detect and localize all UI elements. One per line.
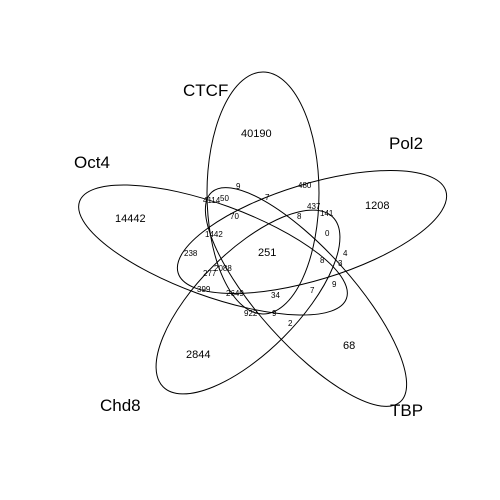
region-count: 922 bbox=[244, 309, 258, 318]
region-count: 9 bbox=[236, 182, 241, 191]
region-count: 277 bbox=[203, 269, 217, 278]
region-count: 2649 bbox=[226, 289, 244, 298]
ctcf-label: CTCF bbox=[183, 81, 228, 100]
tbp-ellipse bbox=[204, 187, 408, 407]
region-count: 2088 bbox=[214, 264, 232, 273]
count-oct4-only: 14442 bbox=[115, 213, 146, 225]
region-count: 4 bbox=[343, 249, 348, 258]
ctcf-ellipse bbox=[206, 71, 320, 315]
region-count: 8 bbox=[320, 256, 325, 265]
region-count: 480 bbox=[298, 181, 312, 190]
oct4-ellipse bbox=[78, 184, 348, 316]
count-chd8-only: 2844 bbox=[186, 349, 210, 361]
region-count: 141 bbox=[320, 209, 334, 218]
region-count: 7 bbox=[265, 193, 270, 202]
pol2-ellipse bbox=[176, 169, 448, 295]
region-count: 4114 bbox=[203, 196, 221, 205]
tbp-label: TBP bbox=[390, 401, 423, 420]
region-count: 238 bbox=[184, 249, 198, 258]
chd8-ellipse bbox=[155, 209, 341, 395]
region-count: 3 bbox=[338, 259, 343, 268]
count-pol2-only: 1208 bbox=[365, 200, 389, 212]
count-tbp-only: 68 bbox=[343, 340, 355, 352]
chd8-label: Chd8 bbox=[100, 396, 141, 415]
region-count: 34 bbox=[271, 291, 280, 300]
region-count: 1442 bbox=[205, 230, 223, 239]
region-count: 9 bbox=[272, 309, 277, 318]
pol2-label: Pol2 bbox=[389, 134, 423, 153]
region-count: 0 bbox=[325, 229, 330, 238]
count-all: 251 bbox=[258, 247, 276, 259]
region-count: 9 bbox=[332, 280, 337, 289]
region-count: 70 bbox=[230, 212, 239, 221]
region-count: 437 bbox=[307, 202, 321, 211]
region-count: 399 bbox=[197, 285, 211, 294]
oct4-label: Oct4 bbox=[74, 153, 110, 172]
count-ctcf-only: 40190 bbox=[241, 128, 272, 140]
region-count: 7 bbox=[310, 286, 315, 295]
region-count: 2 bbox=[288, 319, 293, 328]
region-count: 50 bbox=[220, 194, 229, 203]
region-count: 8 bbox=[297, 212, 302, 221]
